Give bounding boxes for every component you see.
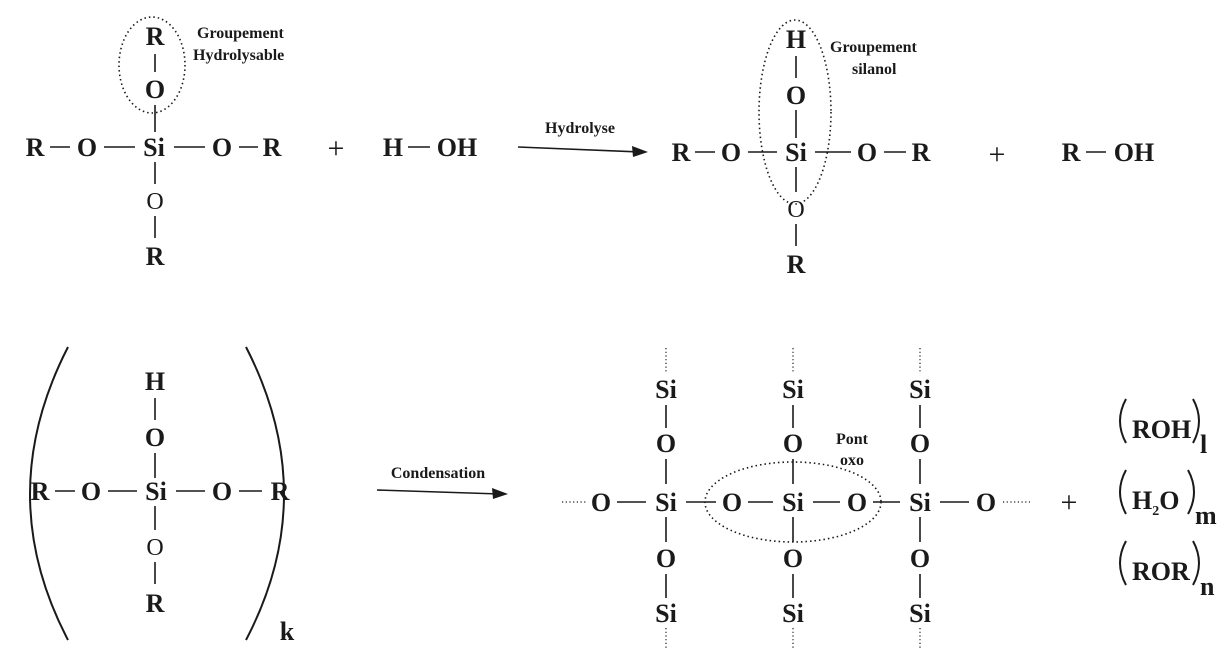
- network-col3-bottom-o: O: [910, 544, 930, 573]
- network-col2-bottom-si: Si: [782, 599, 804, 628]
- silanol-group-ellipse: [758, 19, 832, 205]
- right-parenthesis: [245, 346, 285, 641]
- water-molecule: H OH: [383, 133, 477, 162]
- product-si: Si: [785, 138, 807, 167]
- byproduct-3: ROR n: [1119, 540, 1215, 601]
- oxo-bridge-ellipse: [704, 461, 882, 543]
- plus-sign-2: +: [989, 138, 1006, 171]
- hydrolysable-group-ellipse: [118, 16, 186, 114]
- network-bridge-o-1: O: [722, 488, 742, 517]
- network-col3-top-o: O: [910, 429, 930, 458]
- byproduct-1-subscript: l: [1200, 430, 1207, 459]
- hydrolysis-reactant: R O R O Si O R O R Groupement Hydrolysab…: [26, 16, 284, 271]
- silanol-label-line2: silanol: [852, 61, 897, 78]
- network-col2-top-o: O: [783, 429, 803, 458]
- byproduct-3-formula: ROR: [1132, 557, 1190, 586]
- condensation-arrow-head: [492, 488, 508, 499]
- network-col1-bottom-o: O: [656, 544, 676, 573]
- network-col1-bottom-si: Si: [655, 599, 677, 628]
- product-right-r: R: [912, 138, 931, 167]
- byproduct-1-right-paren: [1192, 398, 1200, 444]
- plus-sign-1: +: [328, 132, 345, 165]
- monomer-bottom-r: R: [146, 589, 165, 618]
- product-left-o: O: [721, 138, 741, 167]
- product-bottom-r: R: [787, 250, 806, 279]
- byproduct-2-left-paren: [1119, 469, 1127, 515]
- network-col3-center-si: Si: [909, 488, 931, 517]
- network-col2-top-si: Si: [782, 375, 804, 404]
- byproduct-2: H2O m: [1119, 469, 1217, 530]
- alcohol-r: R: [1062, 138, 1081, 167]
- plus-sign-3: +: [1061, 486, 1078, 519]
- network-col2-bottom-o: O: [783, 544, 803, 573]
- monomer-right-o: O: [212, 477, 232, 506]
- network-col2-center-si: Si: [782, 488, 804, 517]
- hydrolysis-arrow-shaft: [517, 146, 641, 153]
- hydrolysis-arrow-label: Hydrolyse: [545, 120, 615, 137]
- oxo-bridge-label-line1: Pont: [836, 431, 869, 448]
- silanol-label-line1: Groupement: [830, 39, 917, 56]
- alcohol-molecule: R OH: [1062, 138, 1155, 167]
- monomer-left-r: R: [31, 477, 50, 506]
- product-bottom-o: O: [787, 197, 804, 223]
- product-top-h: H: [786, 25, 806, 54]
- reactant-bottom-r: R: [146, 242, 165, 271]
- monomer-si: Si: [145, 477, 167, 506]
- byproduct-3-subscript: n: [1200, 572, 1215, 601]
- reactant-left-r: R: [26, 133, 45, 162]
- alcohol-oh: OH: [1114, 138, 1154, 167]
- byproduct-1-formula: ROH: [1132, 415, 1191, 444]
- reactant-right-r: R: [263, 133, 282, 162]
- left-parenthesis: [29, 346, 69, 641]
- network-col1-top-si: Si: [655, 375, 677, 404]
- monomer-bottom-o: O: [146, 535, 163, 561]
- byproduct-3-right-paren: [1192, 540, 1200, 586]
- monomer-right-r: R: [271, 477, 290, 506]
- byproduct-2-right-paren: [1187, 469, 1195, 515]
- oxo-bridge-label-line2: oxo: [840, 452, 864, 469]
- product-right-o: O: [857, 138, 877, 167]
- monomer-top-h: H: [145, 367, 165, 396]
- condensation-monomer: H O R O Si O R O R k: [29, 346, 295, 646]
- hydrolysis-arrow: Hydrolyse: [517, 120, 648, 157]
- network-col3-top-si: Si: [909, 375, 931, 404]
- product-top-o: O: [786, 81, 806, 110]
- hydrolysable-label-line2: Hydrolysable: [193, 47, 284, 64]
- byproduct-2-subscript: m: [1195, 501, 1217, 530]
- water-oh: OH: [437, 133, 477, 162]
- monomer-top-o: O: [145, 423, 165, 452]
- condensation-arrow-label: Condensation: [391, 465, 485, 482]
- network-bridge-o-2: O: [847, 488, 867, 517]
- reactant-left-o: O: [77, 133, 97, 162]
- monomer-subscript-k: k: [280, 617, 295, 646]
- condensation-arrow: Condensation: [376, 465, 508, 499]
- network-right-end-o: O: [976, 488, 996, 517]
- byproduct-1-left-paren: [1119, 398, 1127, 444]
- network-col1-center-si: Si: [655, 488, 677, 517]
- network-left-end-o: O: [591, 488, 611, 517]
- product-left-r: R: [672, 138, 691, 167]
- reactant-right-o: O: [212, 133, 232, 162]
- hydrolysis-product: H O R O Si O R O R Groupement silanol: [672, 19, 931, 279]
- byproduct-2-formula: H2O: [1132, 486, 1179, 519]
- hydrolysable-label-line1: Groupement: [197, 25, 284, 42]
- network-col1-top-o: O: [656, 429, 676, 458]
- byproduct-3-left-paren: [1119, 540, 1127, 586]
- network-col3-bottom-si: Si: [909, 599, 931, 628]
- reactant-top-o: O: [145, 75, 165, 104]
- reactant-top-r: R: [146, 22, 165, 51]
- reactant-si: Si: [143, 133, 165, 162]
- byproduct-1: ROH l: [1119, 398, 1207, 459]
- condensation-arrow-shaft: [376, 489, 501, 495]
- monomer-left-o: O: [81, 477, 101, 506]
- reactant-bottom-o: O: [146, 189, 163, 215]
- water-h: H: [383, 133, 403, 162]
- hydrolysis-arrow-head: [632, 146, 648, 157]
